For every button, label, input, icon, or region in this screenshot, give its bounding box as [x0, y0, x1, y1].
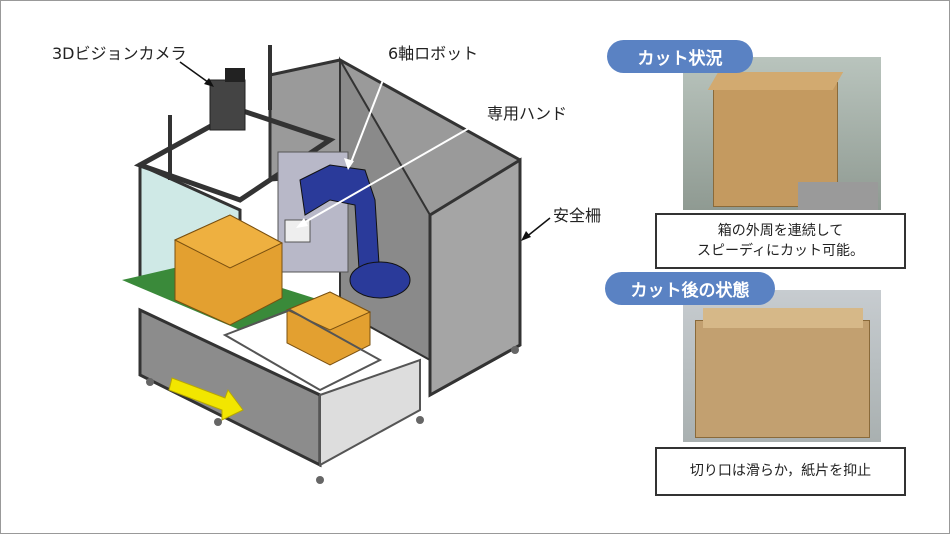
after-cut-caption: 切り口は滑らか，紙片を抑止: [655, 447, 906, 496]
camera-label: 3Dビジョンカメラ: [52, 44, 187, 63]
robot-pointer: [349, 61, 391, 166]
cut-status-caption: 箱の外周を連続して スピーディにカット可能。: [655, 213, 906, 269]
after-cut-photo: [683, 290, 881, 442]
flow-direction-arrow: [168, 377, 244, 421]
cardboard-box-photo: [713, 82, 838, 207]
robot-label: 6軸ロボット: [388, 44, 479, 63]
fence-pointer: [524, 217, 551, 239]
fence-label: 安全柵: [553, 206, 602, 225]
hand-pointer: [299, 114, 493, 226]
cut-status-title: カット状況: [607, 40, 753, 73]
caption-line: 箱の外周を連続して: [717, 222, 844, 239]
cut-status-photo: [683, 57, 881, 210]
roller-conveyor: [222, 308, 383, 392]
hand-label: 専用ハンド: [487, 104, 568, 123]
camera-body: [209, 79, 246, 131]
robot-cell-illustration: [122, 45, 551, 484]
side-fence-panel: [428, 157, 522, 398]
caption-line: 切り口は滑らか，紙片を抑止: [689, 463, 872, 480]
caption-line: スピーディにカット可能。: [696, 243, 865, 259]
cardboard-box-photo: [695, 320, 870, 438]
after-cut-title: カット後の状態: [605, 272, 775, 305]
